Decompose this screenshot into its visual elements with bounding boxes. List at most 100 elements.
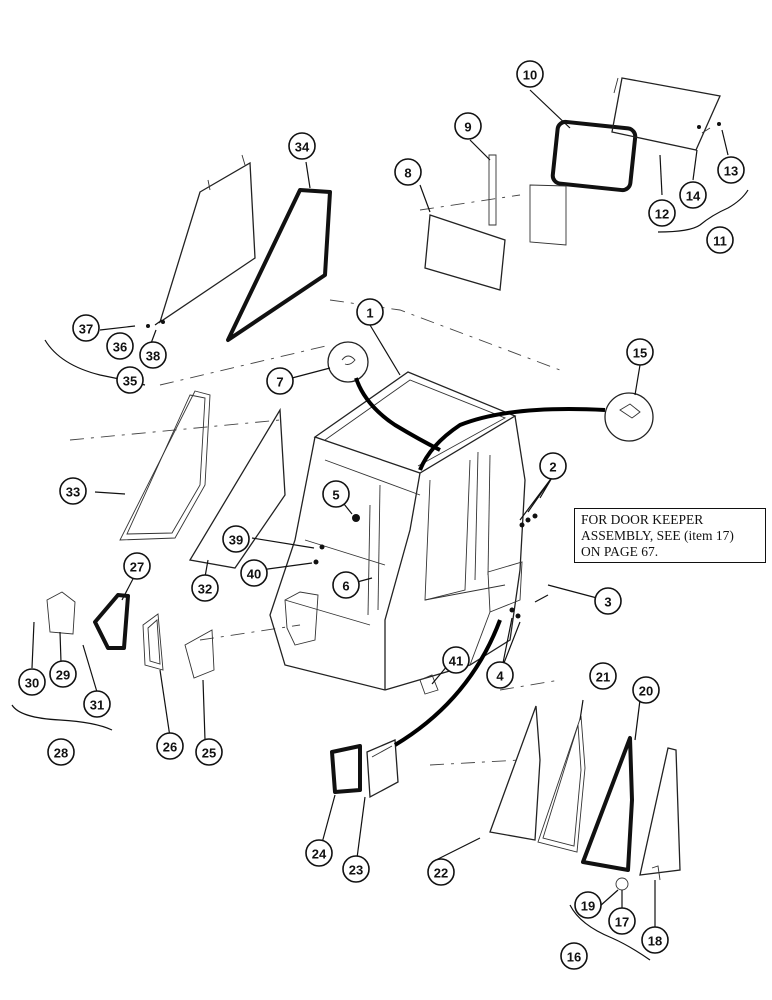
- callout-22: 22: [427, 858, 455, 886]
- callout-number: 5: [332, 488, 339, 503]
- callout-3: 3: [594, 587, 622, 615]
- callout-23: 23: [342, 855, 370, 883]
- callout-circle: [356, 298, 384, 326]
- small-window-group-28: [46, 591, 215, 679]
- callout-number: 25: [202, 746, 216, 761]
- callout-circle: [116, 366, 144, 394]
- callout-35: 35: [116, 366, 144, 394]
- callout-circle: [47, 738, 75, 766]
- callout-10: 10: [516, 60, 544, 88]
- callout-number: 10: [523, 68, 537, 83]
- detail-circles: [327, 341, 654, 442]
- callout-4: 4: [486, 661, 514, 689]
- note-line-2: ASSEMBLY, SEE (item 17): [581, 528, 734, 543]
- callout-circle: [717, 156, 745, 184]
- callout-39: 39: [222, 525, 250, 553]
- callout-19: 19: [574, 891, 602, 919]
- callout-circle: [305, 839, 333, 867]
- cab-frame: [269, 371, 526, 691]
- hardware: [313, 513, 661, 881]
- callout-number: 14: [686, 189, 701, 204]
- callout-circle: [191, 574, 219, 602]
- callout-circle: [454, 112, 482, 140]
- callout-circle: [139, 341, 167, 369]
- callout-number: 29: [56, 668, 70, 683]
- side-window-group-34: [146, 154, 332, 342]
- callout-circle: [641, 926, 669, 954]
- callout-number: 15: [633, 346, 647, 361]
- callout-number: 13: [724, 164, 738, 179]
- callout-number: 22: [434, 866, 448, 881]
- callout-circle: [156, 732, 184, 760]
- callout-number: 3: [604, 595, 611, 610]
- callout-number: 33: [66, 485, 80, 500]
- callout-number: 12: [655, 207, 669, 222]
- callout-circle: [322, 480, 350, 508]
- callout-8: 8: [394, 158, 422, 186]
- callout-26: 26: [156, 732, 184, 760]
- callout-12: 12: [648, 199, 676, 227]
- callout-6: 6: [332, 571, 360, 599]
- door-window-group: [330, 739, 399, 799]
- callout-number: 37: [79, 322, 93, 337]
- callout-16: 16: [560, 942, 588, 970]
- panel-8: [424, 214, 506, 291]
- callout-7: 7: [266, 367, 294, 395]
- callout-9: 9: [454, 112, 482, 140]
- callouts: 1234567891011121314151617181920212223242…: [18, 60, 745, 970]
- callout-number: 34: [295, 140, 310, 155]
- callout-36: 36: [106, 332, 134, 360]
- callout-number: 7: [276, 375, 283, 390]
- callout-circle: [106, 332, 134, 360]
- callout-leaders: [31, 89, 729, 930]
- callout-number: 6: [342, 579, 349, 594]
- callout-2: 2: [539, 452, 567, 480]
- callout-30: 30: [18, 668, 46, 696]
- callout-number: 9: [464, 120, 471, 135]
- callout-13: 13: [717, 156, 745, 184]
- right-glass-group: [489, 705, 681, 891]
- callout-31: 31: [83, 690, 111, 718]
- callout-25: 25: [195, 738, 223, 766]
- callout-33: 33: [59, 477, 87, 505]
- callout-37: 37: [72, 314, 100, 342]
- callout-circle: [648, 199, 676, 227]
- callout-number: 21: [596, 670, 610, 685]
- callout-circle: [486, 661, 514, 689]
- callout-number: 32: [198, 582, 212, 597]
- callout-circle: [266, 367, 294, 395]
- callout-number: 24: [312, 847, 327, 862]
- callout-circle: [59, 477, 87, 505]
- callout-17: 17: [608, 907, 636, 935]
- callout-circle: [342, 855, 370, 883]
- callout-number: 28: [54, 746, 68, 761]
- callout-15: 15: [626, 338, 654, 366]
- side-glass-33-32: [119, 390, 286, 569]
- callout-number: 23: [349, 863, 363, 878]
- callout-number: 17: [615, 915, 629, 930]
- callout-circle: [222, 525, 250, 553]
- callout-number: 26: [163, 740, 177, 755]
- callout-1: 1: [356, 298, 384, 326]
- callout-40: 40: [240, 559, 268, 587]
- detail-leaders: [354, 377, 606, 747]
- callout-number: 4: [496, 669, 504, 684]
- callout-29: 29: [49, 660, 77, 688]
- callout-34: 34: [288, 132, 316, 160]
- callout-38: 38: [139, 341, 167, 369]
- callout-circle: [332, 571, 360, 599]
- callout-circle: [594, 587, 622, 615]
- callout-number: 40: [247, 567, 261, 582]
- note-line-3: ON PAGE 67.: [581, 544, 659, 559]
- callout-20: 20: [632, 676, 660, 704]
- callout-number: 41: [449, 654, 463, 669]
- callout-number: 19: [581, 899, 595, 914]
- callout-5: 5: [322, 480, 350, 508]
- callout-circle: [49, 660, 77, 688]
- callout-41: 41: [442, 646, 470, 674]
- callout-circle: [516, 60, 544, 88]
- door-keeper-note: FOR DOOR KEEPER ASSEMBLY, SEE (item 17) …: [574, 508, 766, 563]
- callout-circle: [608, 907, 636, 935]
- callout-number: 18: [648, 934, 662, 949]
- callout-circle: [18, 668, 46, 696]
